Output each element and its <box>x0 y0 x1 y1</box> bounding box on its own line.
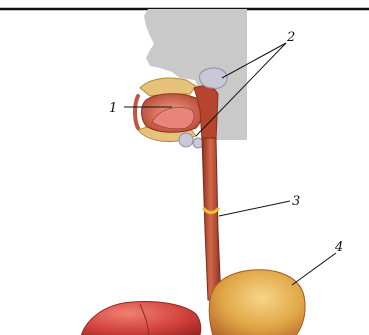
label-salivary-glands: 2 <box>286 30 295 45</box>
sublingual-gland <box>179 133 193 147</box>
label-mouth: 1 <box>109 101 117 116</box>
stomach <box>209 270 305 335</box>
label-esophagus: 3 <box>292 194 300 209</box>
lips <box>135 96 138 128</box>
label-stomach: 4 <box>334 240 343 255</box>
esophagus-tube <box>202 138 221 300</box>
leader-line-3 <box>219 201 290 216</box>
parotid-gland <box>200 68 227 88</box>
submandibular-gland <box>193 138 203 148</box>
leader-line-4 <box>292 253 336 285</box>
upper-jaw-bone <box>140 78 196 96</box>
liver <box>80 302 201 335</box>
